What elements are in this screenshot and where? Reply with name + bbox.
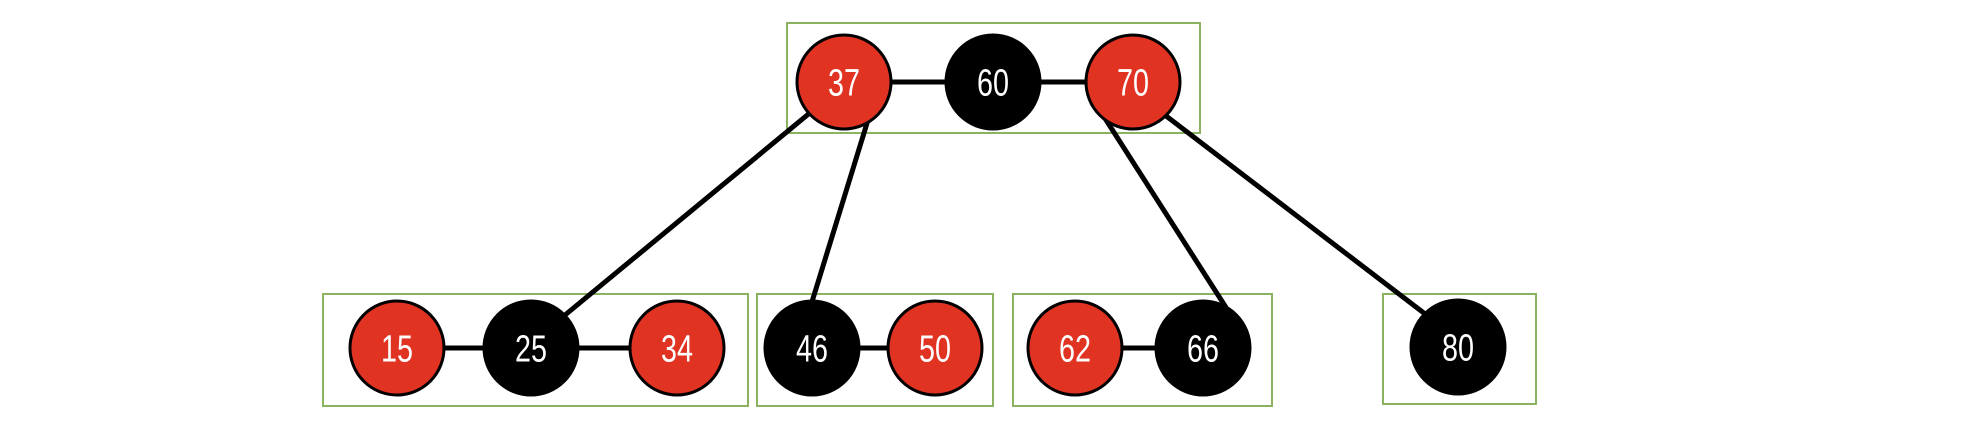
group-box-leaf-group-1 <box>322 293 749 407</box>
edge-70-80 <box>1155 107 1435 322</box>
node-circle-46 <box>763 299 861 397</box>
node-label-46: 46 <box>796 328 828 370</box>
group-box-leaf-group-3 <box>1012 293 1273 407</box>
node-circle-70 <box>1084 33 1182 131</box>
node-label-66: 66 <box>1187 328 1219 370</box>
edge-70-66 <box>1096 107 1237 322</box>
edge-37-46 <box>804 93 879 319</box>
node-label-25: 25 <box>515 328 547 370</box>
node-circle-25 <box>482 299 580 397</box>
node-circle-37 <box>795 33 893 131</box>
node-label-60: 60 <box>977 62 1009 104</box>
group-box-leaf-group-2 <box>756 293 994 407</box>
node-label-80: 80 <box>1442 327 1474 369</box>
group-boxes-layer <box>322 22 1537 407</box>
node-label-37: 37 <box>828 62 860 104</box>
node-circle-80 <box>1409 298 1507 396</box>
node-circle-50 <box>886 299 984 397</box>
nodes-layer: 37 60 70 15 25 34 46 50 62 66 80 <box>348 33 1507 397</box>
node-circle-34 <box>628 299 726 397</box>
group-box-leaf-group-4 <box>1382 293 1537 405</box>
node-circle-62 <box>1026 299 1124 397</box>
group-box-root-group <box>786 22 1201 134</box>
node-label-62: 62 <box>1059 328 1091 370</box>
node-circle-60 <box>944 33 1042 131</box>
node-label-50: 50 <box>919 328 951 370</box>
edge-37-25 <box>557 105 819 322</box>
node-circle-15 <box>348 299 446 397</box>
node-label-70: 70 <box>1117 62 1149 104</box>
node-label-34: 34 <box>661 328 693 370</box>
node-label-15: 15 <box>381 328 413 370</box>
node-circle-66 <box>1154 299 1252 397</box>
